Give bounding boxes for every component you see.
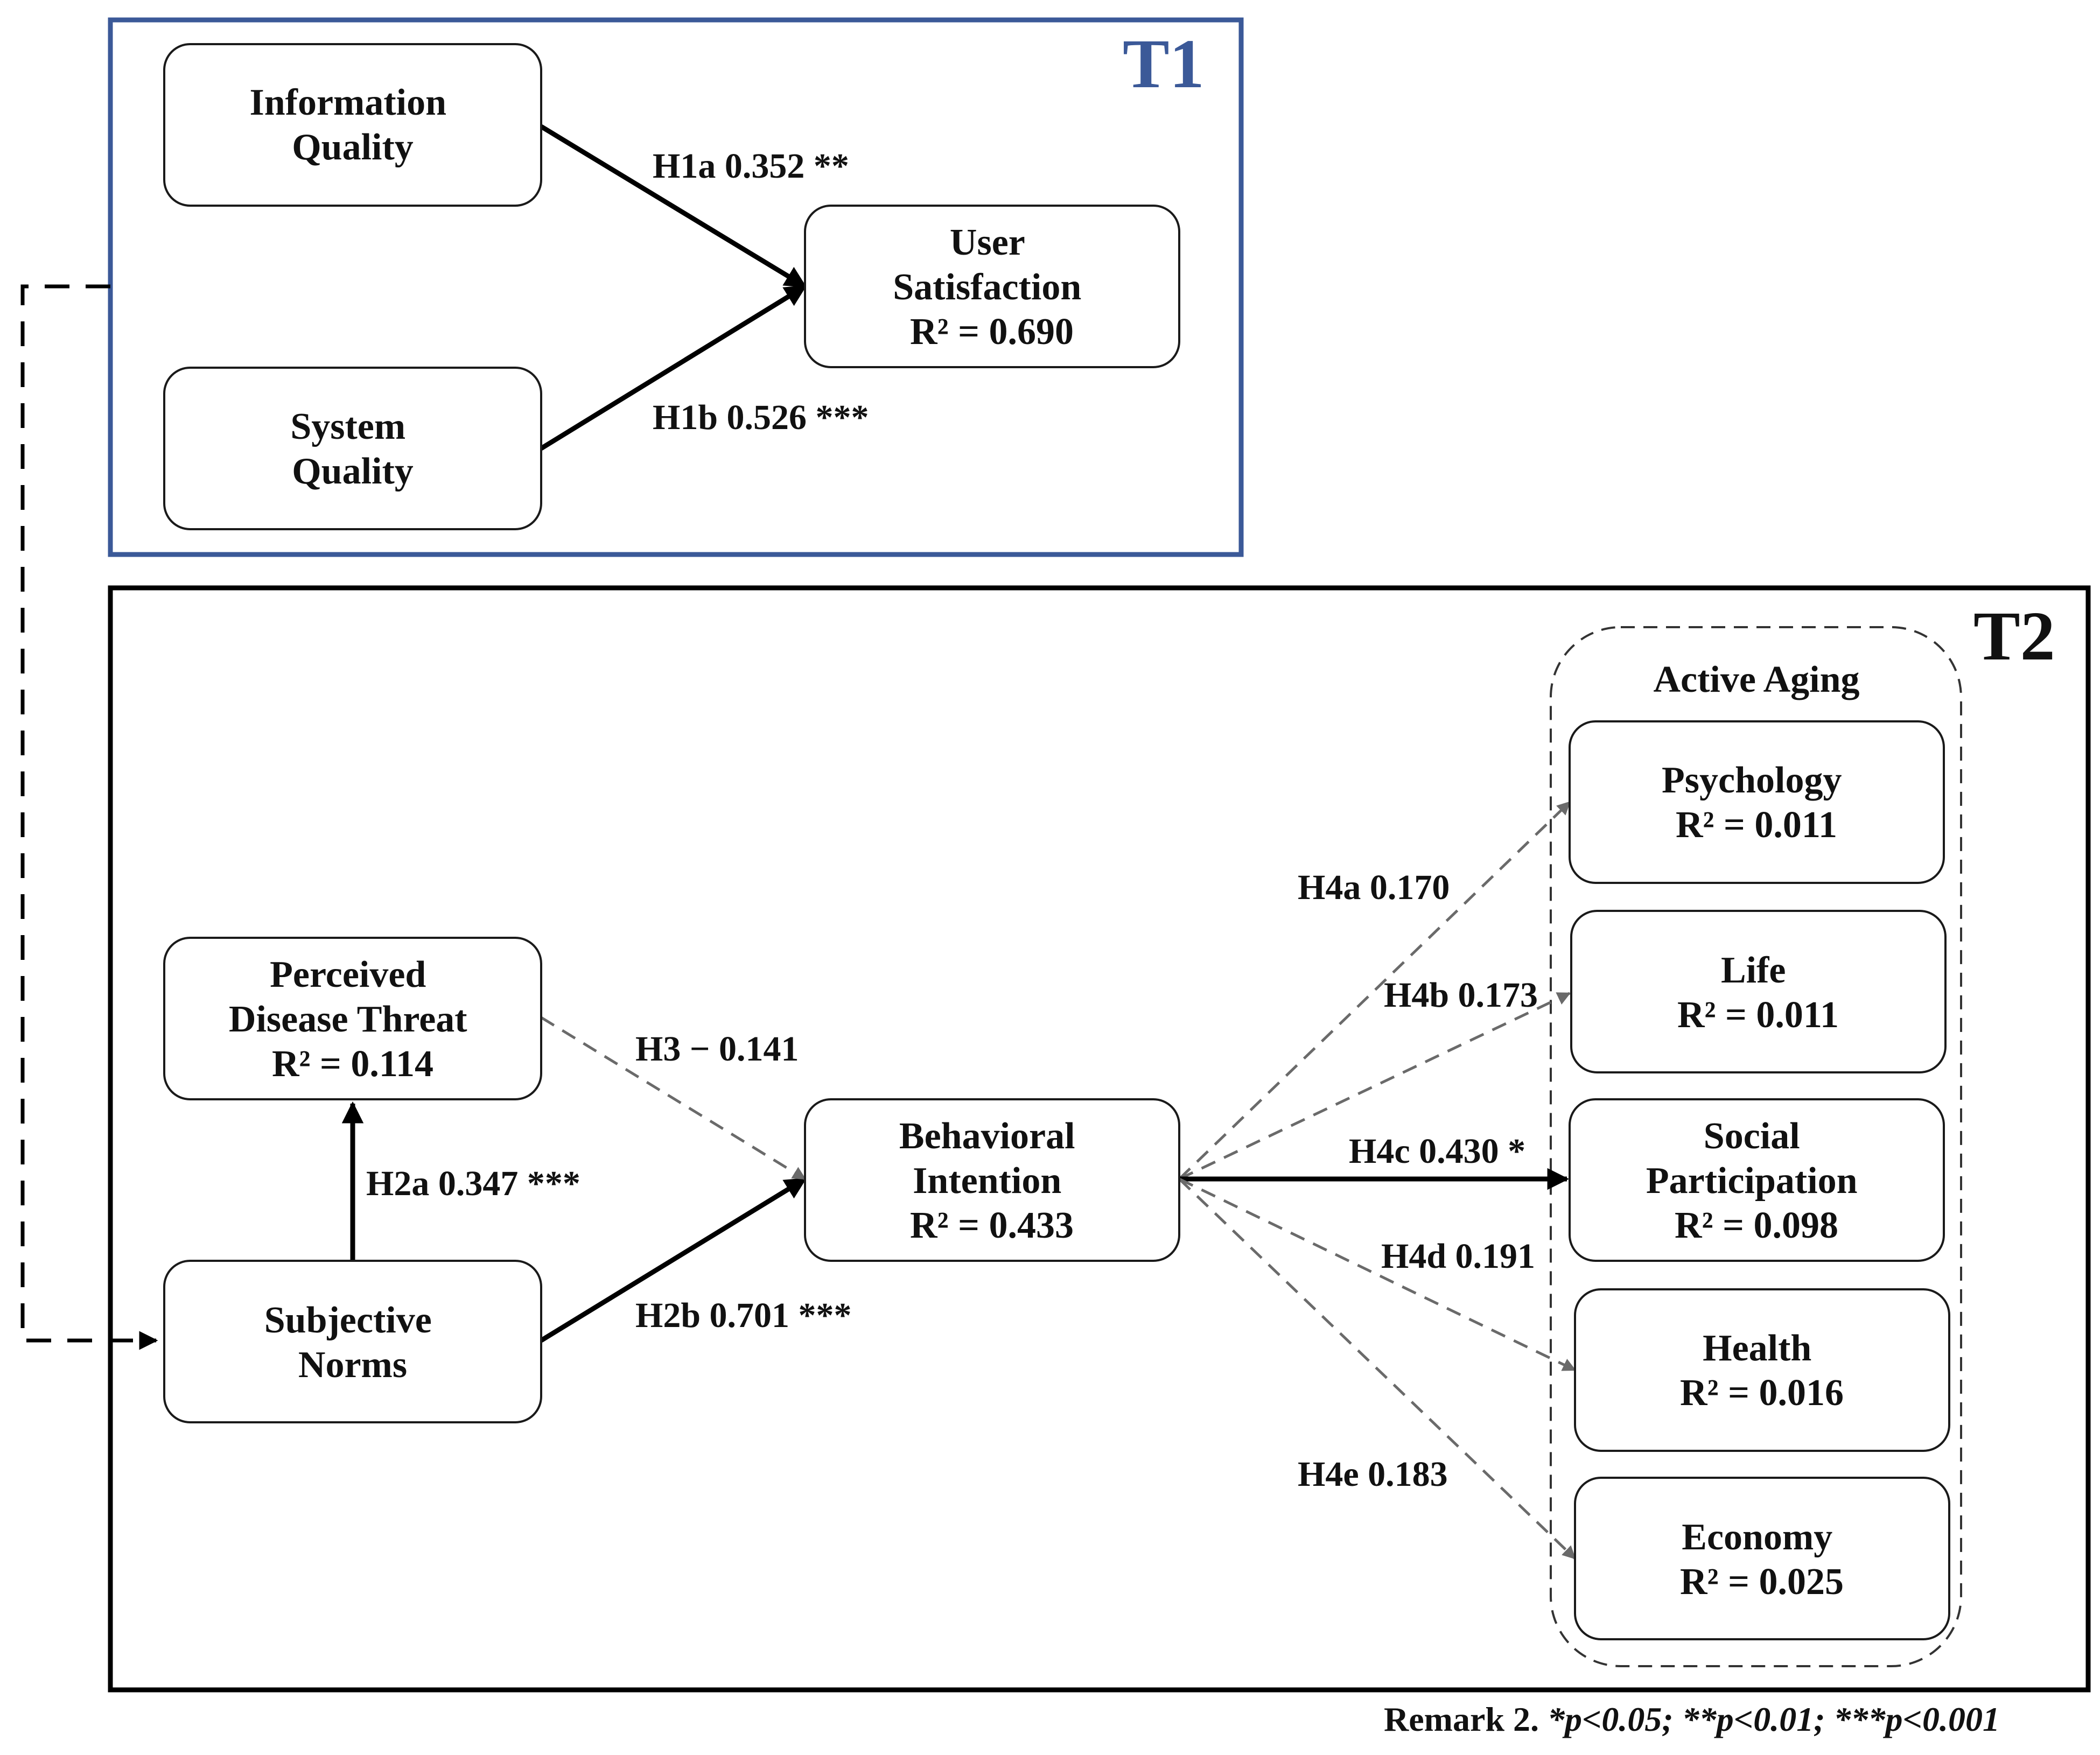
node-behavioral-intention: Behavioral Intention R² = 0.433: [804, 1098, 1180, 1262]
node-line: Economy: [1682, 1517, 1832, 1558]
node-line: Quality: [292, 451, 414, 492]
edge-h3: [540, 1016, 807, 1181]
node-line: Quality: [292, 127, 414, 168]
edge-h4b: [1178, 992, 1571, 1181]
edge-h4a: [1178, 801, 1571, 1180]
node-line: R² = 0.011: [1677, 994, 1839, 1036]
node-line: Social: [1704, 1115, 1800, 1157]
svg-text:Health R² = 0.016: Health R² = 0.016: [1680, 1328, 1844, 1414]
edge-h1a: [540, 124, 807, 289]
node-perceived-disease-threat: Perceived Disease Threat R² = 0.114: [163, 937, 542, 1100]
node-line: R² = 0.016: [1680, 1372, 1844, 1414]
significance-remark: Remark 2. *p<0.05; **p<0.01; ***p<0.001: [1384, 1700, 2000, 1738]
svg-text:Perceived Disease Threat: Perceived Disease Threat R² = 0.114: [229, 954, 477, 1085]
node-line: R² = 0.114: [272, 1043, 433, 1085]
edge-label-h1b: H1b 0.526 ***: [653, 398, 869, 437]
svg-text:Social Participation: Social Participation R² = 0.098: [1646, 1115, 1867, 1246]
node-line: R² = 0.690: [910, 311, 1074, 353]
edge-h2b: [540, 1177, 807, 1343]
node-line: Satisfaction: [893, 266, 1081, 308]
node-life: Life R² = 0.011: [1570, 910, 1947, 1073]
node-line: R² = 0.011: [1676, 804, 1837, 846]
node-health: Health R² = 0.016: [1574, 1288, 1950, 1452]
edge-label-h4b: H4b 0.173: [1384, 975, 1538, 1015]
edge-label-h4e: H4e 0.183: [1298, 1455, 1448, 1494]
node-information-quality: Information Quality: [163, 43, 542, 207]
node-subjective-norms: Subjective Norms: [163, 1260, 542, 1423]
edge-label-h3: H3 − 0.141: [635, 1029, 799, 1069]
node-line: System: [290, 406, 405, 447]
svg-text:Life R² = 0.011: Life R² = 0.011: [1677, 950, 1839, 1036]
t2-frame-label: T2: [1973, 598, 2055, 675]
node-line: User: [950, 222, 1025, 263]
node-line: Information: [249, 82, 446, 123]
edge-label-h2b: H2b 0.701 ***: [635, 1296, 852, 1335]
node-system-quality: System Quality: [163, 367, 542, 530]
t2-frame: [108, 585, 2091, 1693]
edge-h1b: [540, 284, 807, 451]
svg-text:System Quality: System Quality: [290, 406, 415, 492]
node-line: Intention: [913, 1160, 1061, 1202]
node-line: Life: [1721, 950, 1786, 991]
node-social-participation: Social Participation R² = 0.098: [1569, 1098, 1945, 1262]
node-psychology: Psychology R² = 0.011: [1569, 720, 1945, 884]
node-line: Perceived: [270, 954, 426, 995]
node-line: Disease Threat: [229, 999, 467, 1040]
svg-text:Psychology R² = 0.011: Psychology R² = 0.011: [1662, 760, 1851, 846]
node-line: Behavioral: [899, 1115, 1075, 1157]
edge-label-h4c: H4c 0.430 *: [1349, 1132, 1525, 1171]
t1-frame-label: T1: [1123, 25, 1205, 103]
node-line: R² = 0.025: [1680, 1561, 1844, 1603]
remark-text: *p<0.05; **p<0.01; ***p<0.001: [1548, 1700, 2000, 1738]
node-line: Participation: [1646, 1160, 1858, 1202]
active-aging-group: [1550, 626, 1962, 1667]
edge-label-h2a: H2a 0.347 ***: [366, 1164, 580, 1203]
svg-text:Information Quality: Information Quality: [249, 82, 456, 168]
t1-to-subjective-norms-link: [20, 284, 158, 1350]
edge-label-h4d: H4d 0.191: [1381, 1237, 1535, 1276]
node-line: R² = 0.433: [910, 1205, 1074, 1246]
active-aging-title: Active Aging: [1653, 659, 1859, 700]
svg-text:Behavioral Intention: Behavioral Intention R² = 0.433: [899, 1115, 1084, 1246]
svg-text:User Satisfaction: User Satisfaction R² = 0.690: [893, 222, 1091, 353]
edge-label-h4a: H4a 0.170: [1298, 868, 1450, 907]
svg-text:Economy R² = 0.025: Economy R² = 0.025: [1680, 1517, 1844, 1603]
node-economy: Economy R² = 0.025: [1574, 1477, 1950, 1640]
node-line: Psychology: [1662, 760, 1842, 801]
edge-label-h1a: H1a 0.352 **: [653, 146, 849, 186]
node-line: Health: [1703, 1328, 1811, 1369]
node-line: Norms: [298, 1344, 407, 1386]
svg-text:Subjective Norms: Subjective Norms: [264, 1300, 442, 1386]
node-user-satisfaction: User Satisfaction R² = 0.690: [804, 205, 1180, 368]
node-line: R² = 0.098: [1675, 1205, 1838, 1246]
node-line: Subjective: [264, 1300, 432, 1341]
edge-h4e: [1178, 1178, 1576, 1560]
remark-prefix: Remark 2.: [1384, 1700, 1548, 1738]
